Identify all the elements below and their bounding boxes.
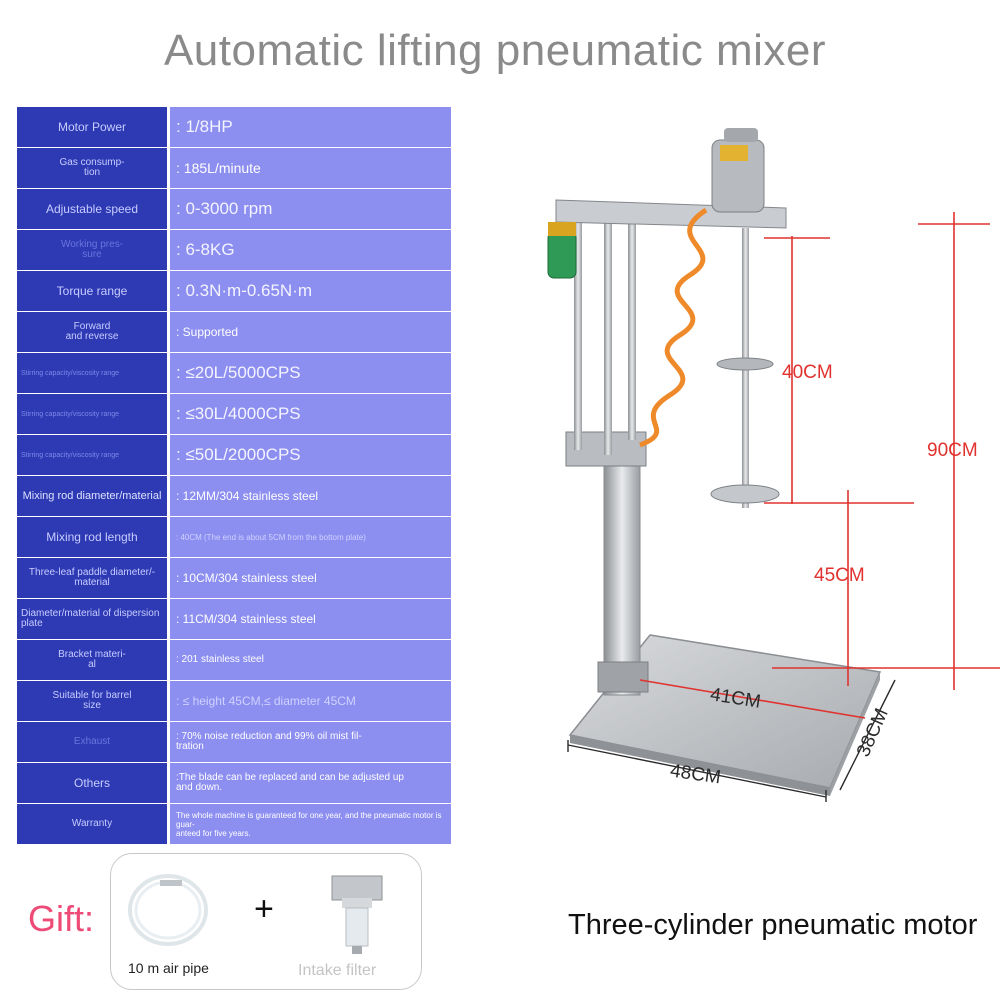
spec-label: Motor Power (17, 107, 167, 147)
spec-label: Mixing rod diameter/material (17, 476, 167, 516)
spec-value: The whole machine is guaranteed for one … (170, 804, 451, 844)
air-hose (639, 207, 708, 448)
spec-row: Diameter/material of dispersion plate : … (17, 599, 451, 639)
spec-row: Mixing rod diameter/material : 12MM/304 … (17, 476, 451, 516)
spec-table: Motor Power : 1/8HP Gas consump- tion : … (17, 107, 451, 845)
spec-label: Bracket materi- al (17, 640, 167, 680)
spec-label: Warranty (17, 804, 167, 844)
spec-row: Three-leaf paddle diameter/- material : … (17, 558, 451, 598)
guide-rod (628, 210, 636, 440)
spec-row: Adjustable speed : 0-3000 rpm (17, 189, 451, 229)
spec-value: : 70% noise reduction and 99% oil mist f… (170, 722, 451, 762)
gift-label: Gift: (28, 898, 95, 939)
spec-row: Exhaust : 70% noise reduction and 99% oi… (17, 722, 451, 762)
spec-row: Others :The blade can be replaced and ca… (17, 763, 451, 803)
spec-label: Torque range (17, 271, 167, 311)
spec-row: Stirring capacity/viscosity range : ≤20L… (17, 353, 451, 393)
plus-sign: + (254, 890, 274, 928)
spec-row: Stirring capacity/viscosity range : ≤50L… (17, 435, 451, 475)
spec-row: Mixing rod length : 40CM (The end is abo… (17, 517, 451, 557)
spec-value: : 6-8KG (170, 230, 451, 270)
motor-caption: Three-cylinder pneumatic motor (568, 909, 978, 941)
spec-value: : Supported (170, 312, 451, 352)
base-plate-edge (570, 735, 830, 796)
spec-value: :The blade can be replaced and can be ad… (170, 763, 451, 803)
page-title: Automatic lifting pneumatic mixer (163, 26, 827, 75)
spec-label: Three-leaf paddle diameter/- material (17, 558, 167, 598)
intake-filter-icon (331, 875, 383, 954)
spec-value: : 10CM/304 stainless steel (170, 558, 451, 598)
intake-filter-caption: Intake filter (298, 962, 377, 979)
motor-head (724, 128, 758, 142)
spec-label: Stirring capacity/viscosity range (17, 435, 167, 475)
spec-row: Warranty The whole machine is guaranteed… (17, 804, 451, 844)
lift-cylinder (603, 454, 641, 696)
dispersion-plate (710, 484, 780, 504)
spec-row: Motor Power : 1/8HP (17, 107, 451, 147)
spec-value: : 0.3N·m-0.65N·m (170, 271, 451, 311)
spec-value: : ≤ height 45CM,≤ diameter 45CM (170, 681, 451, 721)
spec-value: : 1/8HP (170, 107, 451, 147)
base-plate-edge (830, 672, 880, 796)
spec-value: : ≤50L/2000CPS (170, 435, 451, 475)
motor-label (720, 145, 748, 161)
clearance-label: 45CM (814, 565, 865, 586)
air-pipe-icon (128, 874, 208, 946)
spec-row: Forward and reverse : Supported (17, 312, 451, 352)
spec-label: Working pres- sure (17, 230, 167, 270)
three-leaf-paddle (716, 357, 774, 371)
spec-label: Mixing rod length (17, 517, 167, 557)
spec-row: Working pres- sure : 6-8KG (17, 230, 451, 270)
spec-value: : ≤30L/4000CPS (170, 394, 451, 434)
air-filter-cap (548, 222, 576, 236)
spec-label: Gas consump- tion (17, 148, 167, 188)
spec-label: Adjustable speed (17, 189, 167, 229)
spec-value: : ≤20L/5000CPS (170, 353, 451, 393)
spec-value: : 201 stainless steel (170, 640, 451, 680)
gift-illustrations (128, 874, 383, 954)
total-height-label: 90CM (927, 440, 978, 461)
air-pipe-caption: 10 m air pipe (128, 960, 209, 976)
rod-length-label: 40CM (782, 362, 833, 383)
spec-value: : 12MM/304 stainless steel (170, 476, 451, 516)
dimension-lines (639, 212, 1000, 719)
guide-rod (604, 210, 612, 455)
spec-value: : 0-3000 rpm (170, 189, 451, 229)
spec-value: : 40CM (The end is about 5CM from the bo… (170, 517, 451, 557)
guide-rod (574, 210, 582, 450)
spec-label: Stirring capacity/viscosity range (17, 394, 167, 434)
spec-label: Suitable for barrel size (17, 681, 167, 721)
cylinder-cap (597, 661, 649, 693)
spec-label: Diameter/material of dispersion plate (17, 599, 167, 639)
spec-row: Stirring capacity/viscosity range : ≤30L… (17, 394, 451, 434)
spec-label: Forward and reverse (17, 312, 167, 352)
base-dimension-lines (567, 679, 896, 802)
spec-label: Exhaust (17, 722, 167, 762)
spec-row: Bracket materi- al : 201 stainless steel (17, 640, 451, 680)
spec-label: Others (17, 763, 167, 803)
spec-row: Torque range : 0.3N·m-0.65N·m (17, 271, 451, 311)
spec-value: : 11CM/304 stainless steel (170, 599, 451, 639)
spec-value: : 185L/minute (170, 148, 451, 188)
spec-row: Suitable for barrel size : ≤ height 45CM… (17, 681, 451, 721)
spec-row: Gas consump- tion : 185L/minute (17, 148, 451, 188)
spec-label: Stirring capacity/viscosity range (17, 353, 167, 393)
air-filter (547, 231, 577, 279)
